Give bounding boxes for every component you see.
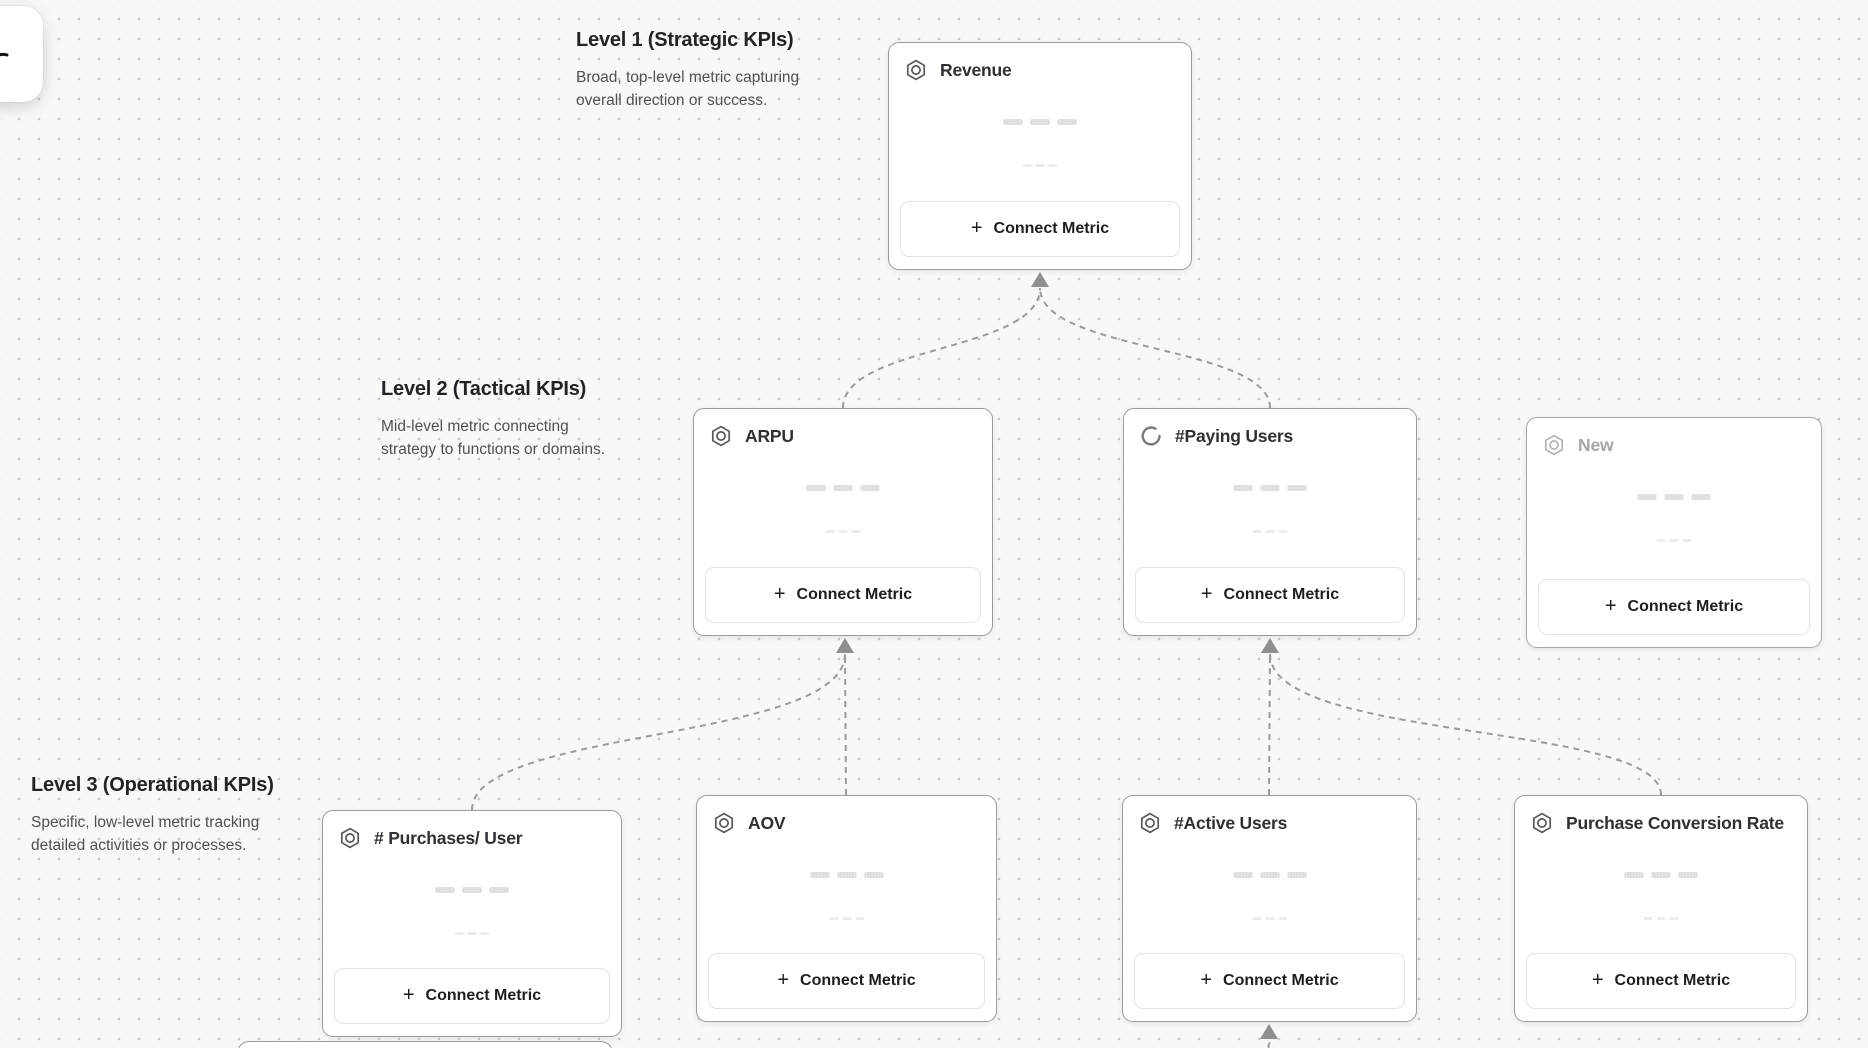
card-title: New: [1578, 434, 1614, 455]
metric-card-aov[interactable]: AOV + Connect Metric: [696, 795, 997, 1022]
level-3-title: Level 3 (Operational KPIs): [31, 774, 274, 796]
panel-glyph-icon: [0, 52, 9, 57]
chart-skeleton-dashes: [1252, 530, 1288, 533]
plus-icon: +: [1200, 969, 1213, 991]
metric-card-purchases-per-user[interactable]: # Purchases/ User + Connect Metric: [322, 810, 622, 1037]
arrowhead-into-paying-users: [1261, 638, 1279, 653]
arrowhead-into-active-users: [1260, 1024, 1278, 1039]
plus-icon: +: [1591, 969, 1604, 991]
plus-icon: +: [1200, 583, 1213, 605]
card-title: Purchase Conversion Rate: [1566, 812, 1784, 833]
connect-metric-button[interactable]: + Connect Metric: [900, 201, 1180, 257]
chart-skeleton-dashes: [1643, 917, 1679, 920]
card-title: AOV: [748, 812, 786, 833]
metric-card-new[interactable]: New + Connect Metric: [1526, 417, 1822, 648]
level-2-description: Mid-level metric connecting strategy to …: [381, 418, 606, 458]
chart-skeleton-dashes: [825, 530, 861, 533]
connect-metric-button[interactable]: + Connect Metric: [705, 567, 981, 623]
edge-pcr-to-paying-users: [1269, 653, 1662, 796]
chart-skeleton-dashes: [1022, 164, 1058, 167]
metric-card-revenue[interactable]: Revenue + Connect Metric: [888, 42, 1192, 270]
chart-skeleton-blocks: [810, 872, 883, 878]
connect-metric-label: Connect Metric: [1614, 972, 1731, 989]
arrowhead-into-revenue: [1031, 272, 1049, 287]
plus-icon: +: [402, 984, 415, 1006]
hexagon-metric-icon: [906, 59, 926, 81]
arrowhead-into-arpu: [836, 638, 854, 653]
chart-skeleton-blocks: [1624, 872, 1698, 878]
chart-skeleton-dashes: [454, 932, 490, 935]
connect-metric-button[interactable]: + Connect Metric: [1538, 579, 1810, 635]
floating-panel[interactable]: [0, 6, 43, 102]
chart-skeleton-blocks: [1233, 872, 1306, 878]
connect-metric-label: Connect Metric: [1627, 598, 1744, 615]
edge-paying-users-to-revenue: [1039, 287, 1271, 409]
spinner-icon: [1141, 426, 1161, 446]
hexagon-metric-icon: [711, 425, 731, 447]
level-1-title: Level 1 (Strategic KPIs): [576, 29, 794, 51]
connect-metric-label: Connect Metric: [800, 972, 916, 989]
connect-metric-label: Connect Metric: [796, 586, 913, 603]
connect-metric-button[interactable]: + Connect Metric: [1135, 567, 1405, 623]
level-3-label: Level 3 (Operational KPIs) Specific, low…: [31, 774, 295, 857]
plus-icon: +: [1604, 595, 1617, 617]
chart-skeleton-blocks: [1637, 494, 1711, 500]
chart-skeleton-dashes: [829, 917, 864, 920]
connect-metric-label: Connect Metric: [1223, 586, 1340, 603]
chart-skeleton-blocks: [1233, 485, 1307, 491]
plus-icon: +: [970, 217, 983, 239]
connect-metric-button[interactable]: + Connect Metric: [334, 968, 610, 1024]
card-title: # Purchases/ User: [374, 827, 523, 848]
hexagon-metric-icon: [1544, 434, 1564, 456]
metric-card-purchase-conversion-rate[interactable]: Purchase Conversion Rate + Connect Metric: [1514, 795, 1808, 1022]
card-title: ARPU: [745, 425, 794, 446]
level-1-description: Broad, top-level metric capturing overal…: [576, 69, 800, 109]
level-1-label: Level 1 (Strategic KPIs) Broad, top-leve…: [576, 29, 824, 112]
hexagon-metric-icon: [714, 812, 734, 834]
hexagon-metric-icon: [340, 827, 360, 849]
connect-metric-button[interactable]: + Connect Metric: [1134, 953, 1405, 1009]
card-title: #Paying Users: [1175, 425, 1294, 446]
level-2-label: Level 2 (Tactical KPIs) Mid-level metric…: [381, 378, 621, 461]
metric-card-arpu[interactable]: ARPU + Connect Metric: [693, 408, 993, 636]
metric-card-partial-bottom[interactable]: [237, 1041, 613, 1048]
metric-card-paying-users[interactable]: #Paying Users + Connect Metric: [1123, 408, 1417, 636]
connect-metric-label: Connect Metric: [1223, 972, 1339, 989]
edge-active-users-to-paying-users: [1268, 653, 1271, 796]
connect-metric-label: Connect Metric: [993, 220, 1110, 237]
edge-below-to-active-users: [1267, 1040, 1271, 1048]
chart-skeleton-blocks: [806, 485, 880, 491]
connect-metric-button[interactable]: + Connect Metric: [708, 953, 985, 1009]
chart-skeleton-dashes: [1252, 917, 1287, 920]
chart-skeleton-blocks: [1003, 119, 1077, 125]
hexagon-metric-icon: [1532, 812, 1552, 834]
connect-metric-button[interactable]: + Connect Metric: [1526, 953, 1796, 1009]
level-2-title: Level 2 (Tactical KPIs): [381, 378, 587, 400]
card-title: Revenue: [940, 59, 1012, 80]
hexagon-metric-icon: [1140, 812, 1160, 834]
plus-icon: +: [773, 583, 786, 605]
metric-card-active-users[interactable]: #Active Users + Connect Metric: [1122, 795, 1417, 1022]
chart-skeleton-dashes: [1656, 539, 1692, 542]
edge-aov-to-arpu: [844, 653, 847, 796]
plus-icon: +: [777, 969, 790, 991]
connect-metric-label: Connect Metric: [425, 987, 542, 1004]
edge-arpu-to-revenue: [842, 287, 1041, 409]
edge-purchases-to-arpu: [471, 653, 846, 811]
chart-skeleton-blocks: [435, 887, 509, 893]
level-3-description: Specific, low-level metric tracking deta…: [31, 814, 260, 854]
card-title: #Active Users: [1174, 812, 1288, 833]
